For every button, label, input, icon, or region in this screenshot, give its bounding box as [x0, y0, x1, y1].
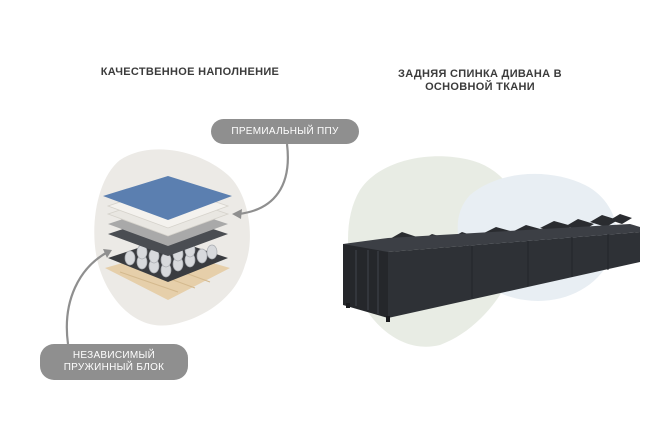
sofa-illustration: [343, 214, 640, 322]
filling-heading: КАЧЕСТВЕННОЕ НАПОЛНЕНИЕ: [100, 66, 280, 78]
spring-block-label-line1: НЕЗАВИСИМЫЙ: [72, 350, 156, 361]
spring-block-callout: НЕЗАВИСИМЫЙ ПРУЖИННЫЙ БЛОК: [40, 344, 188, 380]
arrow-to-foam: [237, 143, 289, 216]
premium-foam-label: ПРЕМИАЛЬНЫЙ ППУ: [231, 125, 339, 137]
sofa-leg: [386, 316, 390, 322]
sofa-back-heading: ЗАДНЯЯ СПИНКА ДИВАНА В ОСНОВНОЙ ТКАНИ: [370, 68, 590, 94]
sofa-leg: [346, 303, 350, 308]
sofa-top-surface: [343, 224, 640, 252]
arrow-to-springs-head: [103, 249, 112, 258]
premium-foam-callout: ПРЕМИАЛЬНЫЙ ППУ: [211, 119, 359, 144]
sofa-back-heading-line2: ОСНОВНОЙ ТКАНИ: [425, 81, 535, 93]
arrow-to-foam-head: [232, 209, 242, 219]
mattress-layers-illustration: [103, 176, 232, 300]
spring-block-label-line2: ПРУЖИННЫЙ БЛОК: [63, 362, 165, 373]
sofa-back-panel: [388, 232, 640, 318]
sofa-back-heading-line1: ЗАДНЯЯ СПИНКА ДИВАНА В: [398, 68, 562, 80]
arrow-to-springs: [65, 252, 107, 345]
premium-foam-top-layer: [103, 176, 232, 220]
sofa-left-end: [343, 244, 388, 318]
